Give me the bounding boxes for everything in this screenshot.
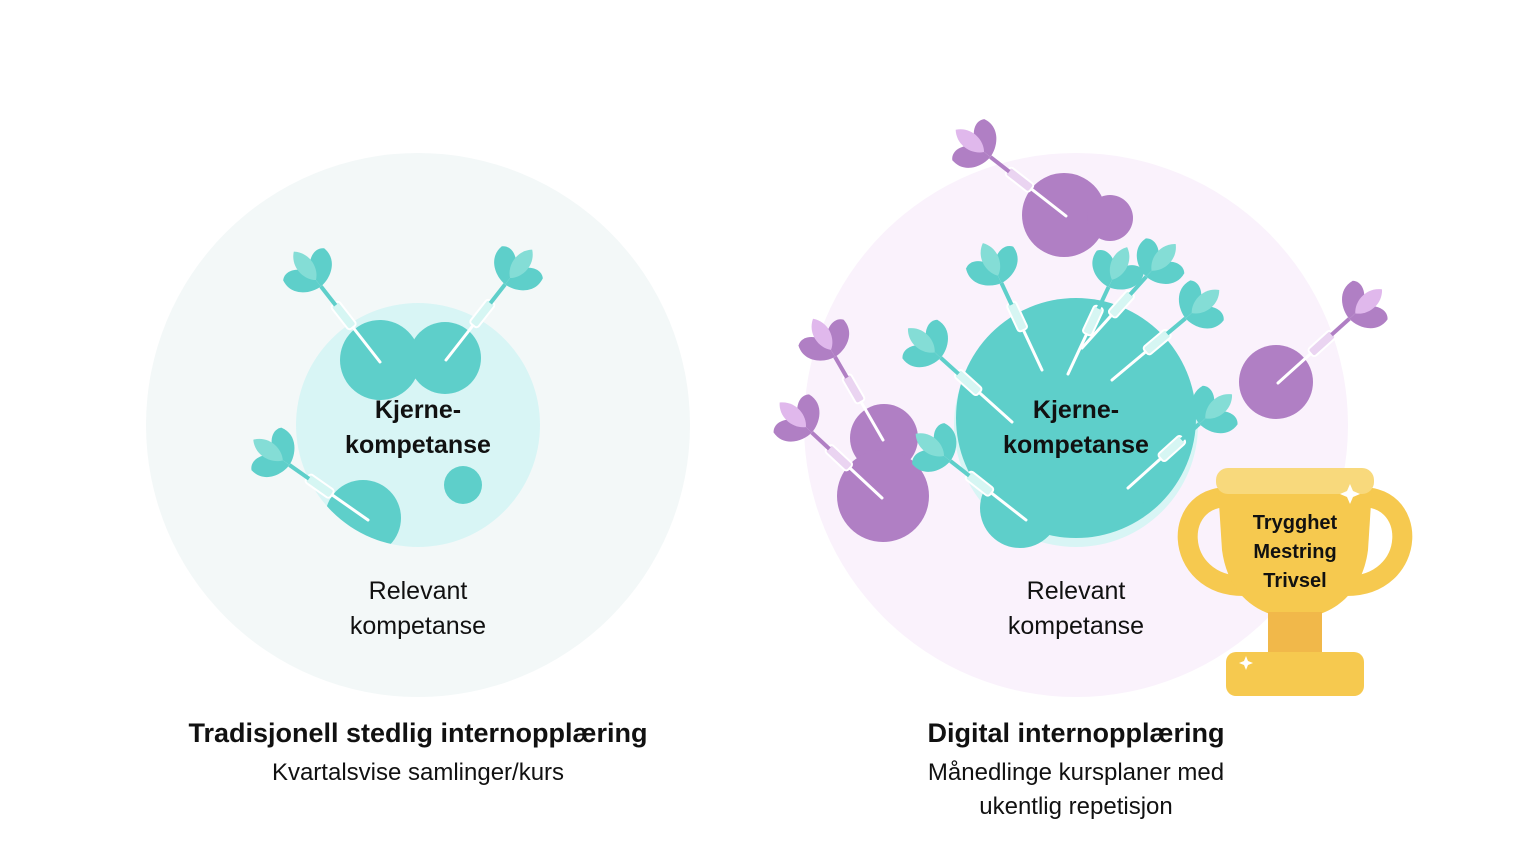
left-relevant-label-line2: kompetanse — [350, 612, 486, 640]
left-core-label-line2: kompetanse — [345, 431, 491, 459]
left-title: Tradisjonell stedlig internopplæring — [188, 718, 647, 748]
left-diagram: Kjerne- kompetanse Relevant kompetanse T… — [146, 153, 690, 786]
trophy-icon: Trygghet Mestring Trivsel — [1177, 468, 1413, 696]
right-relevant-label-line2: kompetanse — [1008, 612, 1144, 640]
left-core-label-line1: Kjerne- — [375, 396, 461, 424]
right-subtitle-line2: ukentlig repetisjon — [979, 793, 1172, 820]
right-core-label-line1: Kjerne- — [1033, 396, 1119, 424]
right-diagram: Kjerne- kompetanse Relevant kompetanse D… — [759, 107, 1402, 820]
left-small-blob — [444, 466, 482, 504]
right-relevant-label-line1: Relevant — [1027, 577, 1126, 605]
purple-blobs — [837, 173, 1313, 542]
right-subtitle-line1: Månedlinge kursplaner med — [928, 759, 1224, 786]
trophy-line2: Mestring — [1253, 541, 1336, 563]
trophy-line3: Trivsel — [1263, 570, 1326, 592]
sparkle-icon — [1239, 656, 1253, 670]
right-title: Digital internopplæring — [928, 718, 1225, 748]
right-core-label-line2: kompetanse — [1003, 431, 1149, 459]
sparkle-icon — [1340, 484, 1360, 504]
trophy-line1: Trygghet — [1253, 512, 1338, 534]
left-subtitle: Kvartalsvise samlinger/kurs — [272, 759, 564, 786]
left-relevant-label-line1: Relevant — [369, 577, 468, 605]
